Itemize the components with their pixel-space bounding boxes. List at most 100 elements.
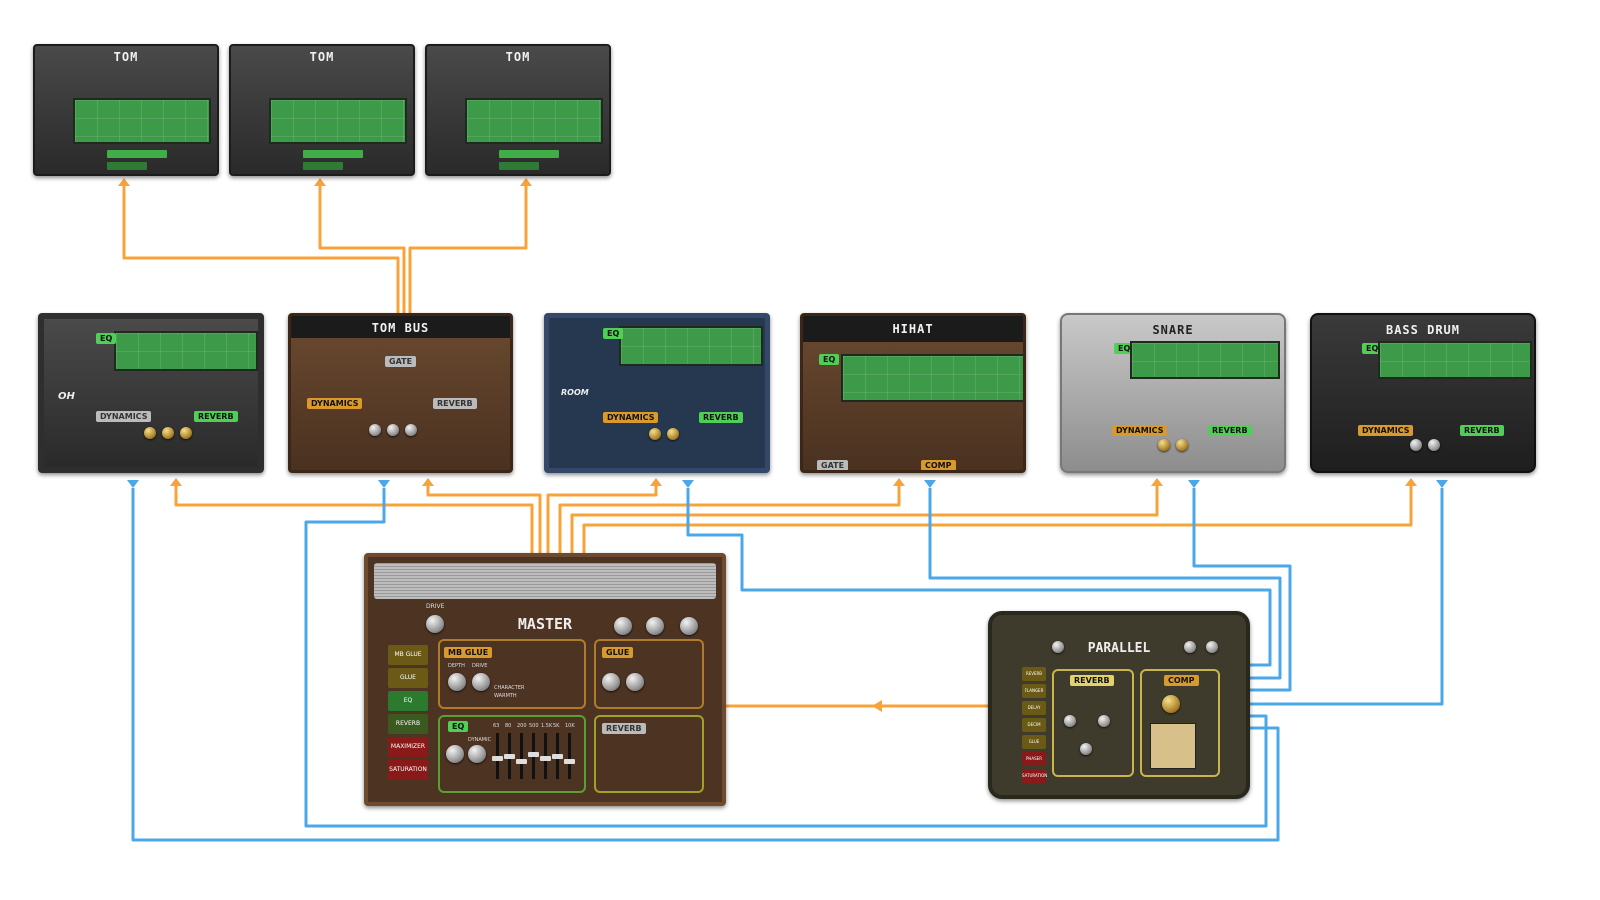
parallel-saturator-knob[interactable] <box>1184 641 1196 653</box>
snare-knob-1[interactable] <box>1158 439 1170 451</box>
parallel-side-glue[interactable]: GLUE <box>1022 735 1046 749</box>
bass-drum-eq-label: EQ <box>1362 343 1383 354</box>
arrow-send-1 <box>422 478 434 486</box>
tom-panel-2[interactable]: TOM <box>229 44 415 176</box>
master-side-mb-glue[interactable]: MB GLUE <box>388 645 428 665</box>
arrow-send-3 <box>893 478 905 486</box>
bass-drum-knob-2[interactable] <box>1428 439 1440 451</box>
room-eq-screen <box>619 326 763 366</box>
hihat-eq-label: EQ <box>819 354 840 365</box>
hihat-gate-label: GATE <box>817 460 849 470</box>
parallel-input-knob[interactable] <box>1052 641 1064 653</box>
snare-panel[interactable]: SNARE EQ DYNAMICS REVERB <box>1060 313 1286 473</box>
snare-eq-screen <box>1130 341 1280 379</box>
parallel-xy-pad[interactable] <box>1150 723 1196 769</box>
room-dyn-knob-2[interactable] <box>667 428 679 440</box>
master-side-glue[interactable]: GLUE <box>388 668 428 688</box>
master-eq-band-fader[interactable] <box>492 733 503 779</box>
master-saturator-knob[interactable] <box>646 617 664 635</box>
master-mb-drive-knob[interactable] <box>472 673 490 691</box>
tom-bus-panel[interactable]: TOM BUS GATE DYNAMICS REVERB <box>288 313 513 473</box>
hihat-eq-screen <box>841 354 1023 402</box>
parallel-reverb-knob-3[interactable] <box>1080 743 1092 755</box>
hihat-comp-label: COMP <box>921 460 956 470</box>
tom-3-pads[interactable] <box>499 162 539 170</box>
master-eq-band-fader[interactable] <box>528 733 539 779</box>
bass-drum-dynamics-label: DYNAMICS <box>1358 425 1414 436</box>
master-eq-band-fader[interactable] <box>516 733 527 779</box>
tom-1-buttons[interactable] <box>107 150 167 158</box>
tom-bus-reverb-label: REVERB <box>433 398 477 409</box>
parallel-panel[interactable]: PARALLEL REVERB FLANGER DELAY DECIM GLUE… <box>988 611 1250 799</box>
tom-2-pads[interactable] <box>303 162 343 170</box>
master-side-saturation[interactable]: SATURATION <box>388 760 428 780</box>
snare-dynamics-label: DYNAMICS <box>1112 425 1168 436</box>
master-eq-band-label: 5K <box>553 723 560 729</box>
parallel-side-flanger[interactable]: FLANGER <box>1022 684 1046 698</box>
master-eq-band-fader[interactable] <box>540 733 551 779</box>
snare-knob-2[interactable] <box>1176 439 1188 451</box>
room-panel[interactable]: EQ ROOM DYNAMICS REVERB <box>544 313 770 473</box>
master-glue-warmth-knob[interactable] <box>626 673 644 691</box>
tom-3-buttons[interactable] <box>499 150 559 158</box>
parallel-side-delay[interactable]: DELAY <box>1022 701 1046 715</box>
tom-2-eq-screen <box>269 98 407 144</box>
tom-1-pads[interactable] <box>107 162 147 170</box>
parallel-reverb-knob-2[interactable] <box>1098 715 1110 727</box>
tom-bus-title: TOM BUS <box>371 321 430 335</box>
oh-dyn-knob-2[interactable] <box>162 427 174 439</box>
wire-bassdrum-to-master <box>582 486 1413 553</box>
parallel-comp-depth-knob[interactable] <box>1162 695 1180 713</box>
tom-bus-knob-1[interactable] <box>369 424 381 436</box>
oh-eq-screen <box>114 331 258 371</box>
snare-eq-label: EQ <box>1114 343 1135 354</box>
parallel-output-knob[interactable] <box>1206 641 1218 653</box>
room-dyn-knob-1[interactable] <box>649 428 661 440</box>
master-eq-band-label: 500 <box>529 723 539 729</box>
master-maximizer-knob[interactable] <box>614 617 632 635</box>
parallel-side-saturation[interactable]: SATURATION <box>1022 769 1047 783</box>
master-side-reverb[interactable]: REVERB <box>388 714 428 734</box>
bass-drum-knob-1[interactable] <box>1410 439 1422 451</box>
master-drive-knob[interactable] <box>426 615 444 633</box>
arrow-send-2 <box>650 478 662 486</box>
oh-panel[interactable]: EQ OH DYNAMICS REVERB <box>38 313 264 473</box>
snare-reverb-label: REVERB <box>1208 425 1252 436</box>
parallel-reverb-knob-1[interactable] <box>1064 715 1076 727</box>
snare-title: SNARE <box>1152 323 1194 337</box>
master-eq-band-fader[interactable] <box>552 733 563 779</box>
master-panel[interactable]: MASTER DRIVE MB GLUE GLUE EQ REVERB MAXI… <box>364 553 726 806</box>
bass-drum-eq-screen <box>1378 341 1532 379</box>
parallel-side-phaser[interactable]: PHASER <box>1022 752 1046 766</box>
arrow-return-3 <box>924 480 936 488</box>
hihat-panel[interactable]: HIHAT EQ GATE COMP <box>800 313 1026 473</box>
wire-hihat-to-master <box>558 486 901 553</box>
master-eq-band-fader[interactable] <box>564 733 575 779</box>
wire-tom1-to-tombus <box>122 184 400 313</box>
arrow-send-4 <box>1151 478 1163 486</box>
tom-panel-1[interactable]: TOM <box>33 44 219 176</box>
parallel-comp-label: COMP <box>1164 675 1199 686</box>
master-eq-dynamic-knob[interactable] <box>468 745 486 763</box>
arrow-return-5 <box>1436 480 1448 488</box>
master-output-knob[interactable] <box>680 617 698 635</box>
tom-bus-knob-2[interactable] <box>387 424 399 436</box>
tom-2-buttons[interactable] <box>303 150 363 158</box>
oh-dyn-knob-1[interactable] <box>144 427 156 439</box>
tom-bus-knob-3[interactable] <box>405 424 417 436</box>
oh-dyn-knob-3[interactable] <box>180 427 192 439</box>
master-glue-depth-knob[interactable] <box>602 673 620 691</box>
parallel-side-reverb[interactable]: REVERB <box>1022 667 1046 681</box>
master-mb-depth-knob[interactable] <box>448 673 466 691</box>
master-side-maximizer[interactable]: MAXIMIZER <box>388 737 428 757</box>
bass-drum-panel[interactable]: BASS DRUM EQ DYNAMICS REVERB <box>1310 313 1536 473</box>
room-side-label: ROOM <box>561 388 589 397</box>
room-dynamics-label: DYNAMICS <box>603 412 659 423</box>
master-eq-depth-knob[interactable] <box>446 745 464 763</box>
master-drive-label: DRIVE <box>426 603 445 610</box>
tom-bus-gate-label: GATE <box>385 356 417 367</box>
master-eq-band-fader[interactable] <box>504 733 515 779</box>
parallel-side-decim[interactable]: DECIM <box>1022 718 1046 732</box>
tom-panel-3[interactable]: TOM <box>425 44 611 176</box>
master-side-eq[interactable]: EQ <box>388 691 428 711</box>
